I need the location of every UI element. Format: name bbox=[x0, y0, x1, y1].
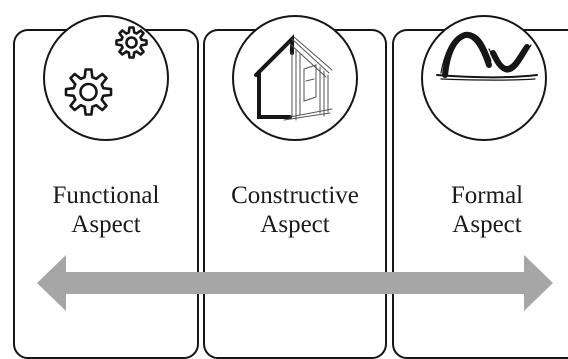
label-line-2: Aspect bbox=[260, 211, 330, 238]
icon-circle bbox=[43, 15, 169, 141]
icon-circle bbox=[421, 15, 547, 141]
gears-icon bbox=[64, 26, 148, 116]
aspect-label: Constructive Aspect bbox=[205, 181, 385, 239]
label-line-2: Aspect bbox=[452, 211, 522, 238]
panel-formal: Formal Aspect bbox=[392, 15, 568, 359]
label-line-1: Formal bbox=[450, 182, 524, 209]
aspect-label: Functional Aspect bbox=[15, 181, 197, 239]
house-sketch-icon bbox=[254, 34, 333, 121]
icon-circle bbox=[232, 15, 358, 141]
panel-functional: Functional Aspect bbox=[13, 15, 199, 359]
arrow-shape bbox=[37, 255, 553, 311]
label-line-2: Aspect bbox=[71, 211, 141, 238]
label-line-1: Constructive bbox=[231, 182, 359, 209]
double-headed-arrow bbox=[37, 255, 553, 311]
label-line-1: Functional bbox=[52, 182, 160, 209]
curve-shape-icon bbox=[436, 31, 538, 81]
aspect-label: Formal Aspect bbox=[394, 181, 568, 239]
panel-constructive: Constructive Aspect bbox=[203, 15, 387, 359]
